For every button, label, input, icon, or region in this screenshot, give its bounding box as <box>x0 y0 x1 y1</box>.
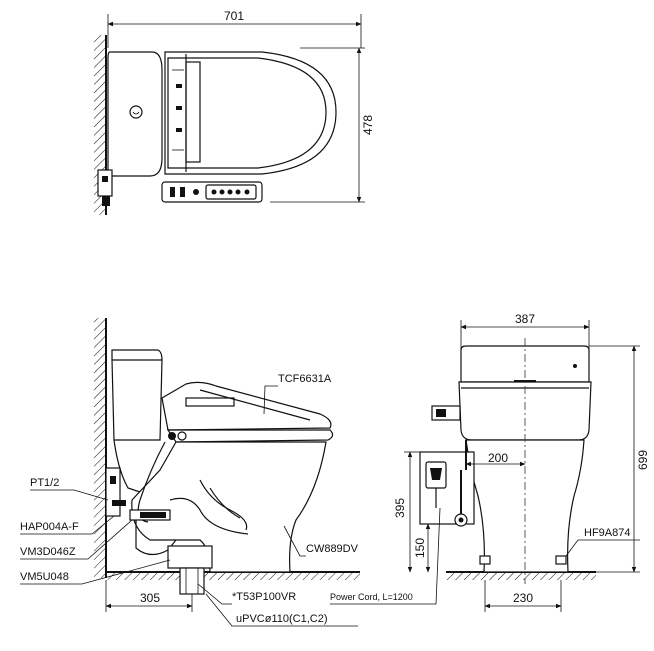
label-power-cord: Power Cord, L=1200 <box>330 592 413 602</box>
dim-701-label: 701 <box>224 9 244 23</box>
top-view: 701 478 <box>94 9 375 215</box>
label-fitting: HF9A874 <box>584 527 630 539</box>
dim-200-label: 200 <box>488 451 508 465</box>
supply-valve-top <box>97 169 113 197</box>
supply-pipe-side <box>105 467 121 517</box>
floor-bolt-left <box>479 555 491 565</box>
label-bowl: CW889DV <box>306 543 359 555</box>
tank-front <box>460 345 590 383</box>
dim-395-label: 395 <box>393 498 407 518</box>
trap-block <box>167 545 213 569</box>
dim-305-label: 305 <box>140 591 160 605</box>
dim-478-label: 478 <box>361 115 375 135</box>
tank-side <box>111 349 163 441</box>
dim-699-label: 699 <box>636 450 650 470</box>
side-view: 305 TCF6631A PT1/2 HAP004A-F VM3D046Z VM… <box>20 318 360 627</box>
dim-150-label: 150 <box>413 538 427 558</box>
dim-230-label: 230 <box>513 591 533 605</box>
label-trap: *T53P100VR <box>232 591 296 603</box>
flush-button-icon <box>129 105 143 119</box>
dim-387-label: 387 <box>515 312 535 326</box>
label-hose: HAP004A-F <box>20 521 79 533</box>
floor-bolt-right <box>555 555 567 565</box>
drain-pipe <box>179 567 205 595</box>
bowl-side <box>131 441 327 573</box>
wall-hatch-side <box>94 318 106 578</box>
front-view: 387 699 200 395 <box>330 312 650 612</box>
seat-lid-side <box>161 381 332 431</box>
label-valve: VM3D046Z <box>20 546 76 558</box>
label-flange: VM5U048 <box>20 571 69 583</box>
label-supply: PT1/2 <box>30 477 59 489</box>
label-pipe: uPVCø110(C1,C2) <box>236 613 328 625</box>
label-seat: TCF6631A <box>278 373 332 385</box>
seat-top-outline <box>164 51 337 175</box>
